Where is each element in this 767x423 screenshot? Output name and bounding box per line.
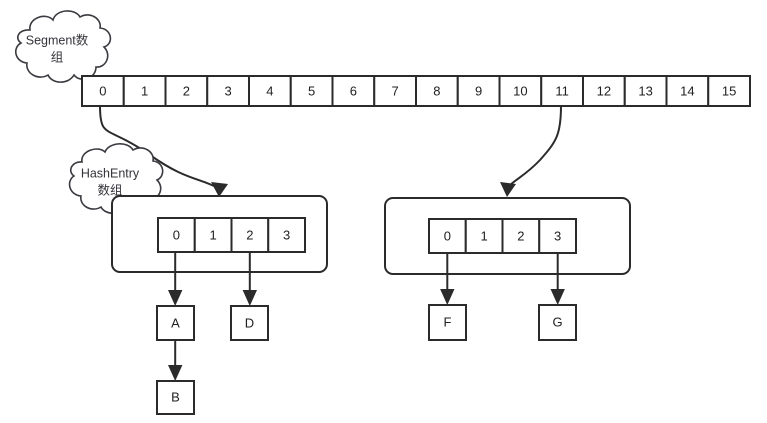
segment-array-cell-label-1: 1 <box>141 83 148 98</box>
segment-array-cell-label-10: 10 <box>513 83 527 98</box>
segment-0-group: 0 1 2 3 <box>111 195 328 306</box>
segment-array-cell-3[interactable] <box>206 75 250 107</box>
segment-cloud-shape <box>14 10 112 83</box>
link-group0-cell2-to-entry-d <box>242 252 257 306</box>
entry-g-label: G <box>552 314 562 329</box>
segment-11-hashentry-cell-label-1: 1 <box>481 228 488 243</box>
segment-array-cell-15[interactable] <box>707 75 751 107</box>
segment-array-cell-6[interactable] <box>331 75 376 107</box>
entry-b-label: B <box>171 389 180 404</box>
connector-segment11-to-group1 <box>500 105 562 197</box>
segment-array-cell-label-11: 11 <box>555 83 569 98</box>
segment-array-cell-label-6: 6 <box>350 83 357 98</box>
segment-array-cell-label-7: 7 <box>392 83 399 98</box>
segment-array-cell-label-12: 12 <box>597 83 611 98</box>
segment-array-cell-label-9: 9 <box>475 83 482 98</box>
connector-segment0-arrowhead <box>211 182 228 197</box>
segment-array-cell-label-2: 2 <box>183 83 190 98</box>
entry-node-d: D <box>230 305 269 341</box>
link-group1-cell0-arrowhead <box>440 289 455 305</box>
segment-array-cell-label-3: 3 <box>225 83 232 98</box>
segment-array-cell-label-4: 4 <box>266 83 273 98</box>
link-group1-cell3-to-entry-g <box>550 253 565 305</box>
segment-11-group: 0 1 2 3 <box>384 197 631 305</box>
segment-cloud-label-line1: Segment数 <box>26 32 89 47</box>
segment-0-hashentry-array: 0 1 2 3 <box>157 217 306 253</box>
segment-11-hashentry-array: 0 1 2 3 <box>428 218 577 254</box>
segment-array-cell-4[interactable] <box>248 75 292 107</box>
segment-0-hashentry-cell-3[interactable] <box>267 217 306 253</box>
segment-array-cell-label-0: 0 <box>99 83 106 98</box>
entry-node-a: A <box>156 305 195 341</box>
hashentry-cloud-label-line1: HashEntry <box>81 166 140 180</box>
entry-d-box <box>230 305 269 341</box>
entry-g-box <box>538 304 577 341</box>
entry-node-b: B <box>156 380 195 415</box>
link-group0-cell2-arrowhead <box>242 290 257 306</box>
entry-f-box <box>428 304 467 341</box>
segment-array-cell-5[interactable] <box>289 75 334 107</box>
segment-0-hashentry-cell-label-2: 2 <box>246 227 253 242</box>
segment-0-hashentry-cell-2[interactable] <box>230 217 270 253</box>
segment-array-cell-13[interactable] <box>623 75 668 107</box>
link-entry-a-to-entry-b <box>168 340 183 381</box>
link-group1-cell3-arrowhead <box>550 289 565 305</box>
segment-0-hashentry-cell-0[interactable] <box>157 217 196 253</box>
entry-node-g: G <box>538 304 577 341</box>
segment-0-hashentry-cell-label-1: 1 <box>210 227 217 242</box>
entry-node-f: F <box>428 304 467 341</box>
entry-a-label: A <box>171 315 180 330</box>
hashentry-cloud-label-line2: 数组 <box>97 182 122 197</box>
segment-array-cell-label-8: 8 <box>433 83 440 98</box>
segment-11-hashentry-cell-label-2: 2 <box>517 228 524 243</box>
segment-array-cell-1[interactable] <box>122 75 167 107</box>
segment-cloud-label-line2: 组 <box>51 50 64 64</box>
segment-array-cell-label-14: 14 <box>680 83 694 98</box>
connector-segment11-curve <box>507 105 562 189</box>
entry-d-label: D <box>245 315 254 330</box>
segment-11-hashentry-cell-1[interactable] <box>464 218 504 254</box>
segment-array-cell-label-5: 5 <box>308 83 315 98</box>
segment-11-hashentry-cell-label-3: 3 <box>554 228 561 243</box>
segment-11-hashentry-cell-label-0: 0 <box>444 228 451 243</box>
entry-b-box <box>156 380 195 415</box>
segment-cloud: Segment数 组 <box>14 10 112 83</box>
link-group0-cell0-arrowhead <box>168 290 183 306</box>
segment-0-hashentry-cell-label-3: 3 <box>283 227 290 242</box>
segment-11-hashentry-cell-3[interactable] <box>538 218 577 254</box>
link-group0-cell0-to-entry-a <box>168 252 183 306</box>
link-a-b-arrowhead <box>168 365 183 381</box>
connector-segment11-arrowhead <box>500 182 516 197</box>
segment-array-cell-label-13: 13 <box>638 83 652 98</box>
segment-0-hashentry-cell-label-0: 0 <box>173 227 180 242</box>
entry-f-label: F <box>444 314 452 329</box>
segment-array-cell-label-15: 15 <box>722 83 736 98</box>
link-group1-cell0-to-entry-f <box>440 253 455 305</box>
